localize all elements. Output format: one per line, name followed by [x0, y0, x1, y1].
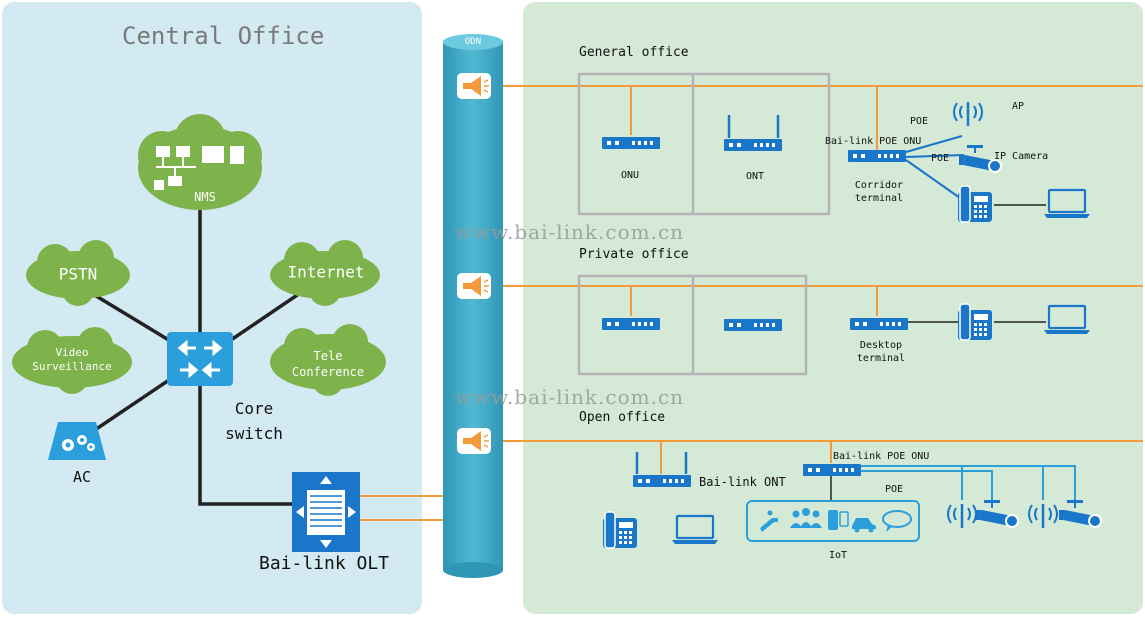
open-ont-label: Bai-link ONT [699, 475, 786, 489]
poe-links [905, 135, 965, 199]
pstn-label: PSTN [58, 264, 98, 284]
desktop-terminal-label: Desktop terminal [856, 340, 906, 364]
odn-label: ODN [464, 37, 482, 47]
olt-icon [292, 472, 360, 552]
poe-onu-device-icon [848, 150, 906, 162]
poe-label: POE [910, 116, 929, 127]
central-office-title: Central Office [122, 22, 325, 50]
open-poe-label: POE [885, 484, 904, 495]
watermark: www.bai-link.com.cn [455, 385, 685, 409]
iot-box [746, 500, 920, 542]
poe-label: POE [931, 153, 950, 164]
pstn-cloud [26, 240, 130, 306]
iot-label: IoT [828, 550, 848, 561]
ac-label: AC [72, 468, 92, 486]
corridor-terminal-label: Corridor terminal [854, 180, 904, 204]
watermark: www.bai-link.com.cn [455, 220, 685, 244]
core-switch-label: Core switch [225, 399, 283, 443]
open-poe-links [861, 465, 1076, 500]
splitter-icon [456, 427, 492, 455]
splitter-icon [456, 72, 492, 100]
poe-onu-label: Bai-link POE ONU [825, 136, 922, 147]
internet-label: Internet [287, 262, 365, 282]
office-field-panel [523, 2, 1143, 614]
ont-device-icon [724, 115, 782, 151]
onu-device-icon [724, 319, 782, 331]
open-poe-onu-device-icon [803, 464, 861, 476]
ip-camera-label: IP Camera [994, 151, 1049, 162]
private-office-title: Private office [579, 247, 689, 262]
ont-label: ONT [745, 171, 765, 182]
nms-label: NMS [194, 190, 216, 204]
video-cloud [12, 327, 132, 394]
central-office-panel [2, 2, 422, 614]
odn-cylinder [443, 34, 503, 578]
onu-device-icon [602, 318, 660, 330]
olt-label: Bai-link OLT [258, 553, 390, 574]
ap-label: AP [1012, 101, 1025, 112]
tele-cloud [270, 324, 386, 396]
tele-conference-label: Tele Conference [291, 349, 365, 379]
core-switch-icon [167, 332, 233, 386]
onu-device-icon [602, 137, 660, 149]
splitter-icon [456, 272, 492, 300]
onu-device-icon [850, 318, 908, 330]
video-surveillance-label: Video Surveillance [32, 346, 112, 373]
onu-label: ONU [620, 170, 640, 181]
general-office-title: General office [579, 45, 689, 60]
rooms [577, 72, 831, 376]
open-poe-onu-label: Bai-link POE ONU [833, 451, 930, 462]
nms-icon [154, 146, 244, 190]
ac-icon [48, 422, 106, 460]
open-ont-device-icon [633, 452, 691, 487]
open-office-title: Open office [579, 410, 666, 425]
internet-cloud [270, 240, 380, 306]
